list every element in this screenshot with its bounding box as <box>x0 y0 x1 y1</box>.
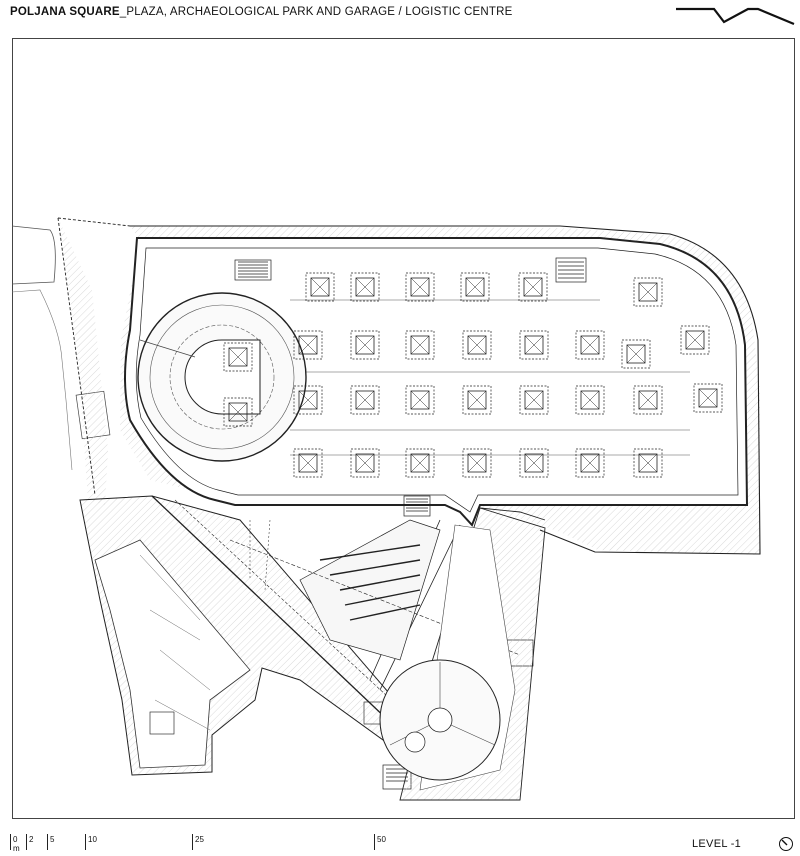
scale-tick-10 <box>85 834 86 850</box>
scale-tick-50 <box>374 834 375 850</box>
zigzag-logo-icon <box>676 7 795 26</box>
archaeological-park <box>379 507 546 801</box>
scale-tick-25 <box>192 834 193 850</box>
logistic-centre <box>79 495 411 776</box>
title-rest: _PLAZA, ARCHAEOLOGICAL PARK AND GARAGE /… <box>119 6 513 18</box>
drawing-frame <box>12 38 795 819</box>
scale-label-25: 25 <box>195 835 204 844</box>
garage-walls <box>124 237 749 527</box>
title-bold: POLJANA SQUARE <box>10 6 120 18</box>
scale-label-2: 2 <box>29 835 34 844</box>
stair-cores <box>234 257 587 790</box>
scale-label-50: 50 <box>377 835 386 844</box>
level-label: LEVEL -1 <box>692 838 742 850</box>
scale-tick-5 <box>47 834 48 850</box>
scale-unit: m <box>13 844 20 853</box>
scale-tick-2 <box>26 834 27 850</box>
scale-tick-0 <box>10 834 11 850</box>
scale-label-10: 10 <box>88 835 97 844</box>
scale-bar: 0 2 5 10 25 50 m <box>10 834 390 854</box>
north-arrow-icon <box>779 837 793 851</box>
drawing-title: POLJANA SQUARE_PLAZA, ARCHAEOLOGICAL PAR… <box>10 6 512 18</box>
scale-label-5: 5 <box>50 835 55 844</box>
helical-ramp <box>137 292 307 462</box>
scale-label-0: 0 <box>13 835 18 844</box>
